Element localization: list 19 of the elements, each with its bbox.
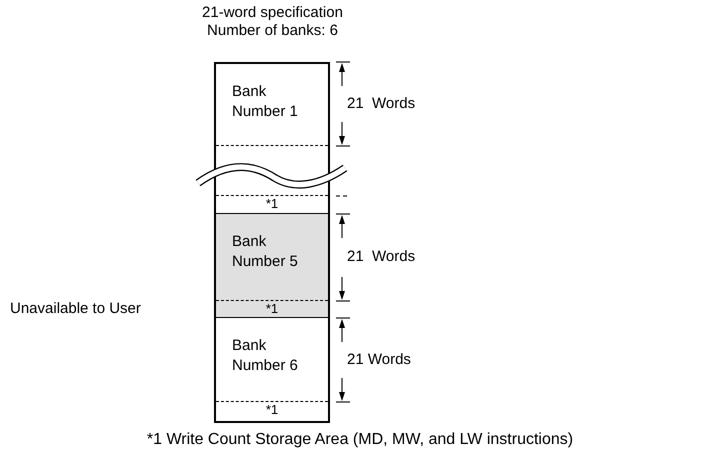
dimension-label: 21 Words	[347, 248, 416, 266]
footnote-mark: *1	[264, 196, 280, 212]
bank-segment	[214, 62, 330, 146]
footnote: *1 Write Count Storage Area (MD, MW, and LW instructions)	[146, 431, 574, 449]
bank-label: Bank Number 6	[232, 336, 299, 376]
bank-segment	[214, 318, 330, 402]
bank-segment	[214, 214, 330, 301]
storage-area-segment	[214, 402, 330, 423]
footnote-mark: *1	[264, 402, 280, 418]
bank-label: Bank Number 1	[232, 82, 299, 122]
dimension-label: 21 Words	[347, 351, 411, 369]
storage-area-segment	[214, 196, 330, 214]
footnote-mark: *1	[264, 301, 280, 317]
heading: 21-word specification	[201, 4, 344, 22]
region-label: Unavailable to User	[10, 300, 141, 318]
bank-label: Bank Number 5	[232, 232, 299, 272]
heading: Number of banks: 6	[206, 22, 339, 40]
dimension-label: 21 Words	[347, 95, 416, 113]
storage-area-segment	[214, 301, 330, 318]
